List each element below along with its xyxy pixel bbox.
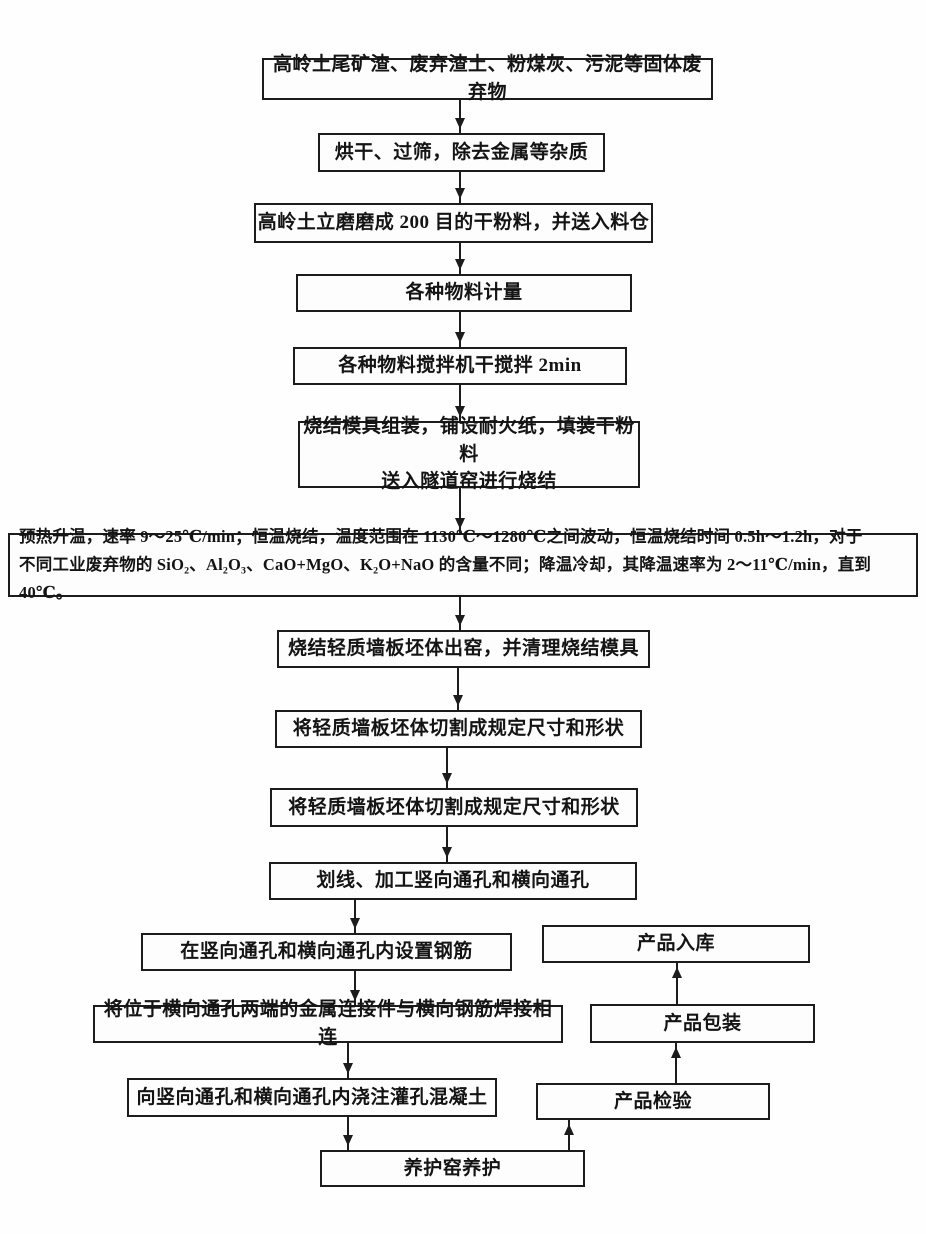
arrow-weld-to-grout — [343, 1043, 353, 1078]
flow-node-rebar: 在竖向通孔和横向通孔内设置钢筋 — [141, 933, 512, 971]
arrow-packaging-to-warehouse — [672, 963, 682, 1004]
arrow-kiln-exit-to-cut-1 — [453, 668, 463, 710]
flow-node-cut-2: 将轻质墙板坯体切割成规定尺寸和形状 — [270, 788, 638, 827]
arrow-dry-mix-to-mold-assembly — [455, 385, 465, 421]
arrow-solid-waste-to-dry-sieve — [455, 100, 465, 133]
flow-node-grind: 高岭土立磨磨成 200 目的干粉料，并送入料仓 — [254, 203, 653, 243]
flow-node-warehouse: 产品入库 — [542, 925, 810, 963]
arrow-grout-to-curing — [343, 1117, 353, 1150]
flow-node-sintering-params: 预热升温，速率 9～25℃/min；恒温烧结，温度范围在 1130℃～1280℃… — [8, 527, 918, 602]
flow-node-dry-sieve: 烘干、过筛，除去金属等杂质 — [318, 133, 605, 172]
arrow-cut-1-to-cut-2 — [442, 748, 452, 788]
flow-node-weld: 将位于横向通孔两端的金属连接件与横向钢筋焊接相连 — [93, 999, 563, 1048]
flow-node-solid-waste: 高岭土尾矿渣、废弃渣土、粉煤灰、污泥等固体废弃物 — [262, 54, 713, 103]
arrow-curing-to-inspection — [564, 1120, 574, 1150]
arrow-scribe-holes-to-rebar — [350, 900, 360, 933]
arrow-mold-assembly-to-sintering-params — [455, 488, 465, 533]
flow-node-dry-mix: 各种物料搅拌机干搅拌 2min — [293, 347, 627, 385]
arrow-inspection-to-packaging — [671, 1043, 681, 1083]
flow-node-inspection: 产品检验 — [536, 1083, 770, 1120]
arrow-metering-to-dry-mix — [455, 312, 465, 347]
flow-node-mold-assembly: 烧结模具组装，铺设耐火纸，填装干粉料 送入隧道窑进行烧结 — [298, 416, 640, 492]
arrow-sintering-params-to-kiln-exit — [455, 597, 465, 630]
flow-node-curing: 养护窑养护 — [320, 1150, 585, 1187]
flow-node-packaging: 产品包装 — [590, 1004, 815, 1043]
flow-node-scribe-holes: 划线、加工竖向通孔和横向通孔 — [269, 862, 637, 900]
flow-node-grout: 向竖向通孔和横向通孔内浇注灌孔混凝土 — [127, 1078, 497, 1117]
arrow-dry-sieve-to-grind — [455, 172, 465, 203]
flow-node-kiln-exit: 烧结轻质墙板坯体出窑，并清理烧结模具 — [277, 630, 650, 668]
arrow-rebar-to-weld — [350, 971, 360, 1005]
arrow-grind-to-metering — [455, 243, 465, 274]
flow-node-cut-1: 将轻质墙板坯体切割成规定尺寸和形状 — [275, 710, 642, 748]
arrow-cut-2-to-scribe-holes — [442, 827, 452, 862]
flow-node-metering: 各种物料计量 — [296, 274, 632, 312]
